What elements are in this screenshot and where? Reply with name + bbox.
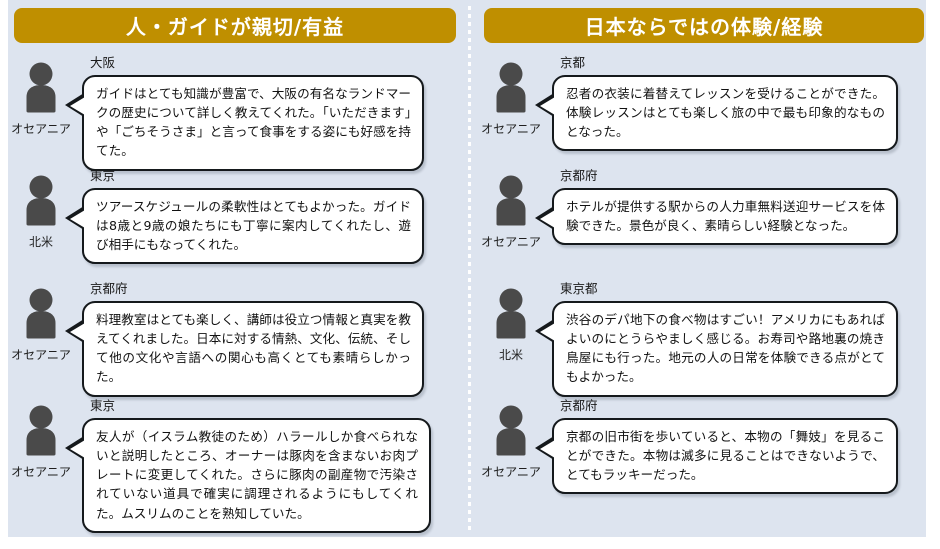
- column-kindness: 人・ガイドが親切/有益 オセアニア 大阪: [0, 8, 470, 533]
- testimonial-content: 京都 忍者の衣装に着替えてレッスンを受けることができた。体験レッスンはとても楽し…: [535, 55, 940, 152]
- testimonial-card: オセアニア 大阪 ガイドはとても知識が豊富で、大阪の有名なランドマークの歴史につ…: [0, 55, 470, 171]
- speech-bubble: 忍者の衣装に着替えてレッスンを受けることができた。体験レッスンはとても楽しく旅の…: [535, 75, 898, 152]
- quote-text: 料理教室はとても楽しく、講師は役立つ情報と真実を教えてくれました。日本に対する情…: [96, 312, 411, 385]
- column-experience: 日本ならではの体験/経験 オセアニア 京都: [470, 0, 940, 549]
- quote-text: 忍者の衣装に着替えてレッスンを受けることができた。体験レッスンはとても楽しく旅の…: [566, 86, 885, 140]
- testimonial-content: 京都府 料理教室はとても楽しく、講師は役立つ情報と真実を教えてくれました。日本に…: [65, 281, 470, 397]
- speech-bubble: 渋谷のデパ地下の食べ物はすごい！アメリカにもあればよいのにとうらやましく感じる。…: [535, 301, 898, 397]
- testimonial-card: オセアニア 京都府 京都の旧市街を歩いていると、本物の「舞妓」を見ることができた…: [470, 398, 940, 495]
- speech-bubble: ホテルが提供する駅からの人力車無料送迎サービスを体験できた。景色が良く、素晴らし…: [535, 188, 898, 246]
- testimonial-content: 東京 ツアースケジュールの柔軟性はとてもよかった。ガイドは8歳と9歳の娘たちにも…: [65, 168, 470, 265]
- avatar: 北米: [0, 168, 82, 250]
- avatar: 北米: [470, 281, 552, 363]
- speech-bubble: ガイドはとても知識が豊富で、大阪の有名なランドマークの歴史について詳しく教えてく…: [65, 75, 424, 171]
- avatar-region-label: オセアニア: [481, 235, 541, 249]
- testimonial-card: オセアニア 京都府 ホテルが提供する駅からの人力車無料送迎サービスを体験できた。…: [470, 168, 940, 250]
- person-icon: [20, 174, 62, 230]
- avatar-region-label: 北米: [498, 348, 523, 362]
- quote-text: 友人が（イスラム教徒のため）ハラールしか食べられないと説明したところ、オーナーは…: [96, 429, 418, 521]
- place-label: 京都府: [560, 398, 598, 413]
- testimonial-card: 北米 東京 ツアースケジュールの柔軟性はとてもよかった。ガイドは8歳と9歳の娘た…: [0, 168, 470, 265]
- column-divider: [468, 6, 471, 531]
- avatar: オセアニア: [470, 55, 552, 137]
- quote-text: ツアースケジュールの柔軟性はとてもよかった。ガイドは8歳と9歳の娘たちにも丁寧に…: [96, 199, 411, 253]
- quote-text: 渋谷のデパ地下の食べ物はすごい！アメリカにもあればよいのにとうらやましく感じる。…: [566, 312, 885, 385]
- person-icon: [20, 61, 62, 117]
- person-icon: [490, 61, 532, 117]
- testimonial-card: オセアニア 京都 忍者の衣装に着替えてレッスンを受けることができた。体験レッスン…: [470, 55, 940, 152]
- quote-text: ホテルが提供する駅からの人力車無料送迎サービスを体験できた。景色が良く、素晴らし…: [566, 199, 885, 234]
- speech-bubble: 料理教室はとても楽しく、講師は役立つ情報と真実を教えてくれました。日本に対する情…: [65, 301, 424, 397]
- avatar-region-label: 北米: [28, 235, 53, 249]
- person-icon: [20, 404, 62, 460]
- avatar: オセアニア: [0, 281, 82, 363]
- testimonial-content: 京都府 京都の旧市街を歩いていると、本物の「舞妓」を見ることができた。本物は滅多…: [535, 398, 940, 495]
- avatar: オセアニア: [0, 398, 82, 480]
- avatar-region-label: オセアニア: [11, 122, 71, 136]
- testimonial-content: 京都府 ホテルが提供する駅からの人力車無料送迎サービスを体験できた。景色が良く、…: [535, 168, 940, 246]
- column-header-kindness: 人・ガイドが親切/有益: [14, 8, 456, 43]
- avatar-region-label: オセアニア: [481, 122, 541, 136]
- testimonial-card: オセアニア 東京 友人が（イスラム教徒のため）ハラールしか食べられないと説明した…: [0, 398, 470, 533]
- place-label: 東京: [90, 398, 116, 413]
- place-label: 京都府: [560, 168, 598, 183]
- avatar: オセアニア: [470, 168, 552, 250]
- place-label: 大阪: [90, 55, 116, 70]
- quote-text: 京都の旧市街を歩いていると、本物の「舞妓」を見ることができた。本物は滅多に見るこ…: [566, 429, 885, 483]
- person-icon: [490, 174, 532, 230]
- testimonial-content: 東京都 渋谷のデパ地下の食べ物はすごい！アメリカにもあればよいのにとうらやましく…: [535, 281, 940, 397]
- testimonial-card: 北米 東京都 渋谷のデパ地下の食べ物はすごい！アメリカにもあればよいのにとうらや…: [470, 281, 940, 397]
- column-header-experience: 日本ならではの体験/経験: [484, 8, 924, 43]
- testimonial-content: 大阪 ガイドはとても知識が豊富で、大阪の有名なランドマークの歴史について詳しく教…: [65, 55, 470, 171]
- person-icon: [20, 287, 62, 343]
- person-icon: [490, 404, 532, 460]
- person-icon: [490, 287, 532, 343]
- place-label: 東京: [90, 168, 116, 183]
- speech-bubble: 京都の旧市街を歩いていると、本物の「舞妓」を見ることができた。本物は滅多に見るこ…: [535, 418, 898, 495]
- speech-bubble: 友人が（イスラム教徒のため）ハラールしか食べられないと説明したところ、オーナーは…: [65, 418, 431, 533]
- testimonial-card: オセアニア 京都府 料理教室はとても楽しく、講師は役立つ情報と真実を教えてくれま…: [0, 281, 470, 397]
- avatar-region-label: オセアニア: [11, 348, 71, 362]
- quote-text: ガイドはとても知識が豊富で、大阪の有名なランドマークの歴史について詳しく教えてく…: [96, 86, 411, 159]
- place-label: 京都: [560, 55, 586, 70]
- avatar: オセアニア: [470, 398, 552, 480]
- place-label: 京都府: [90, 281, 128, 296]
- avatar: オセアニア: [0, 55, 82, 137]
- speech-bubble: ツアースケジュールの柔軟性はとてもよかった。ガイドは8歳と9歳の娘たちにも丁寧に…: [65, 188, 424, 265]
- place-label: 東京都: [560, 281, 598, 296]
- testimonial-content: 東京 友人が（イスラム教徒のため）ハラールしか食べられないと説明したところ、オー…: [65, 398, 470, 533]
- avatar-region-label: オセアニア: [11, 465, 71, 479]
- avatar-region-label: オセアニア: [481, 465, 541, 479]
